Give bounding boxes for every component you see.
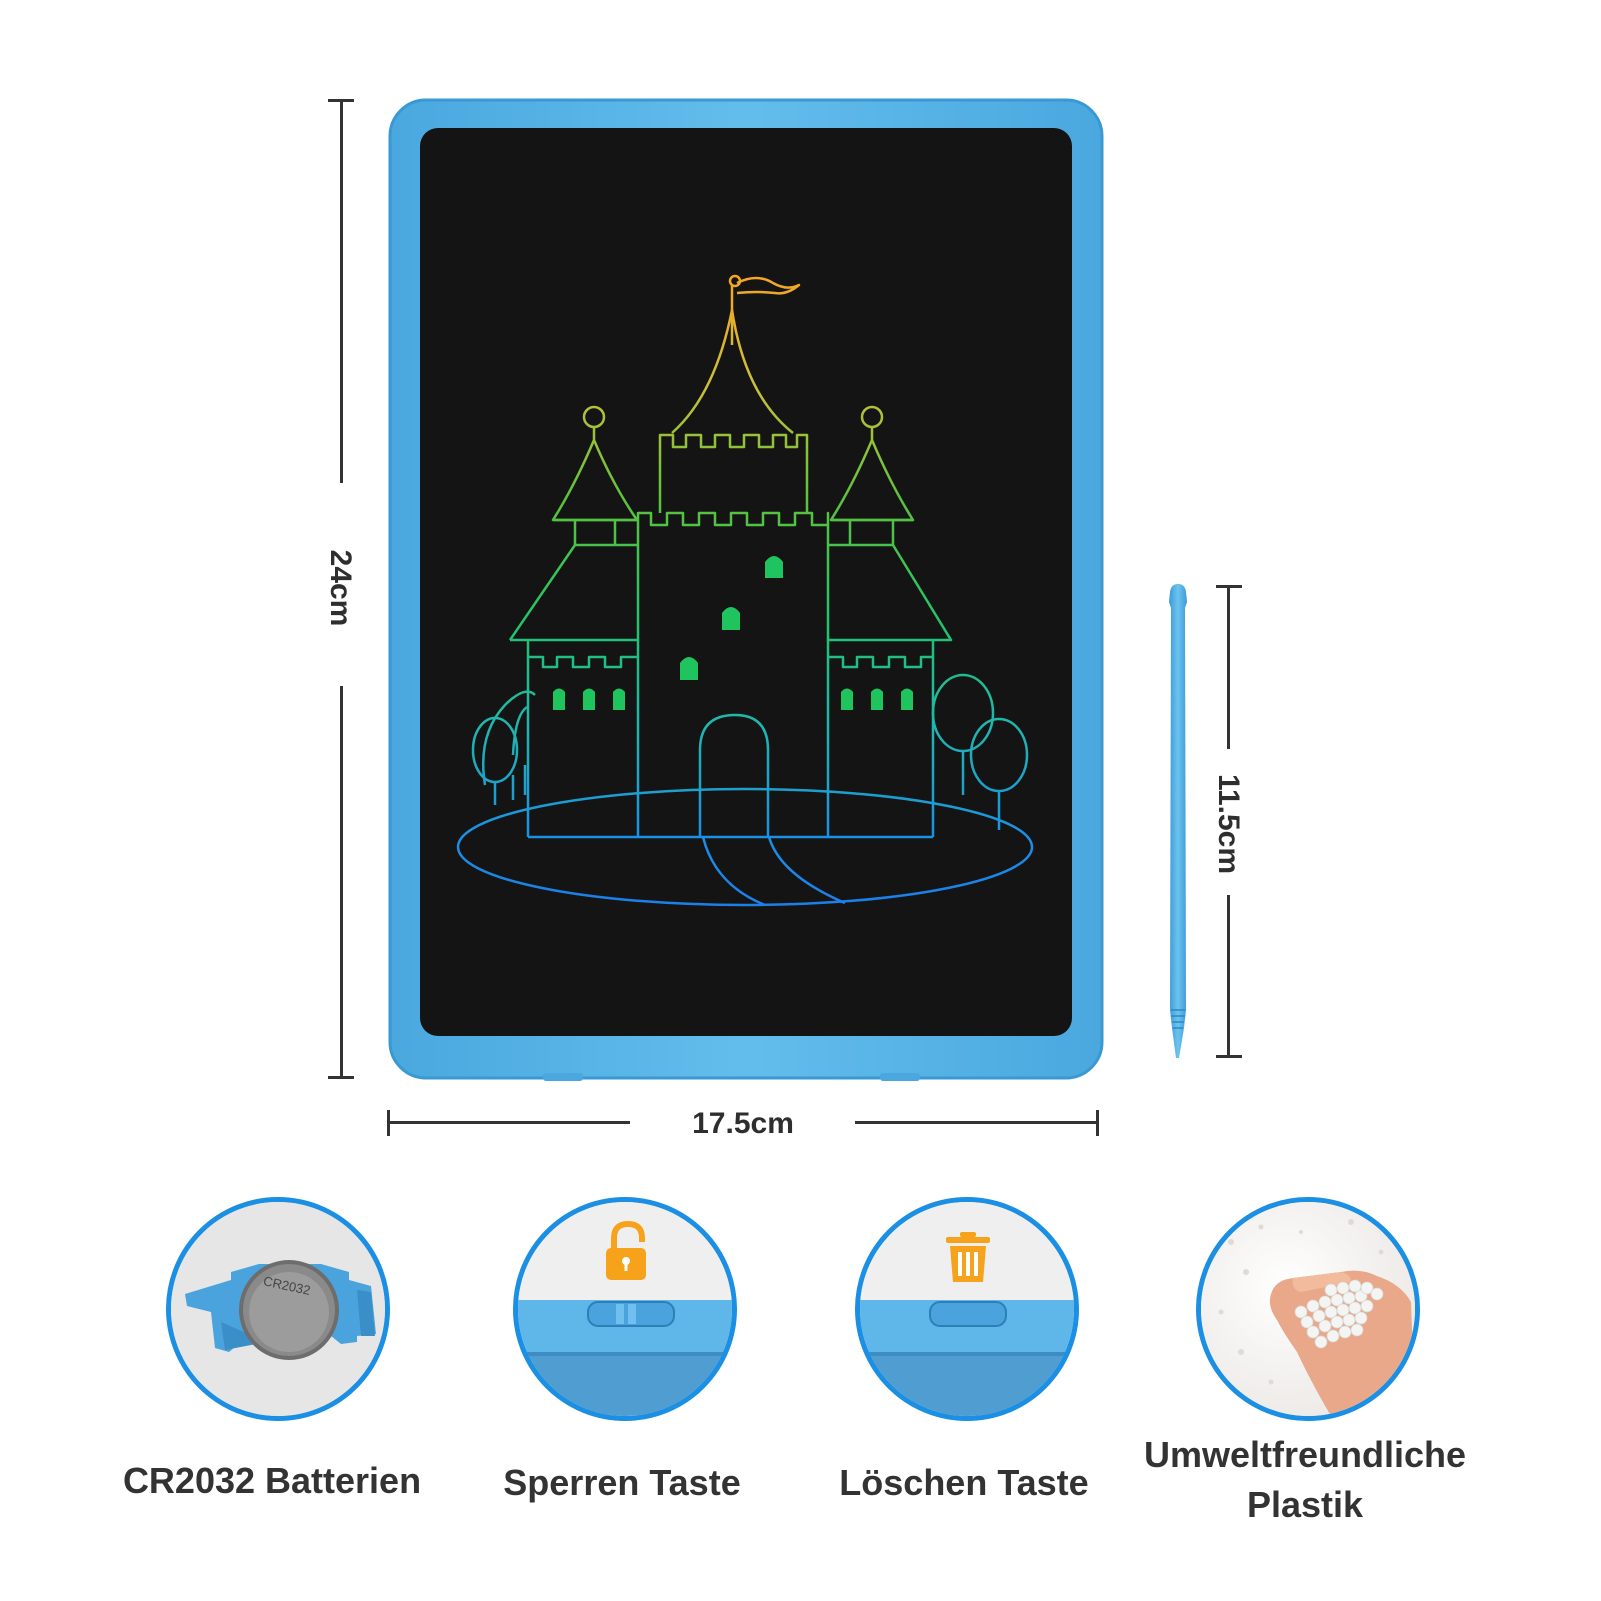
pen-dimension-line-lower [1227,895,1230,1058]
tablet-erase-button [880,1073,920,1081]
height-dimension-bottom-cap [328,1076,354,1079]
pen-dimension-bottom-cap [1216,1055,1242,1058]
stylus-pen [1169,584,1187,1058]
pen-dimension-line-upper [1227,585,1230,749]
erase-feature-circle [855,1197,1079,1421]
erase-feature-label: Löschen Taste [839,1462,1089,1503]
width-dimension-line-right [855,1121,1099,1124]
plastic-granules-icon [1201,1202,1415,1416]
castle-windows [553,556,913,710]
tablet-screen [420,128,1072,1036]
height-dimension-label: 24cm [324,549,357,627]
height-dimension-line-upper [340,99,343,483]
plastic-feature-label-line1: Umweltfreundliche [1143,1434,1467,1475]
width-dimension-right-cap [1096,1110,1099,1136]
battery-feature-circle: CR2032 [166,1197,390,1421]
writing-tablet [388,98,1104,1081]
trash-icon [946,1232,990,1282]
width-dimension-line-left [387,1121,630,1124]
plastic-feature-circle [1196,1197,1420,1421]
hand-shape [1269,1270,1415,1416]
lock-feature-label: Sperren Taste [503,1462,741,1503]
castle-drawing [456,274,1034,907]
erase-push-button [929,1301,1007,1327]
pen-dimension-label: 11.5cm [1212,773,1245,875]
battery-icon: CR2032 [171,1202,385,1416]
tablet-lock-switch [543,1073,583,1081]
lock-feature-circle [513,1197,737,1421]
plastic-feature-label: Umweltfreundliche Plastik [1110,1430,1500,1530]
lock-open-icon [606,1220,646,1280]
height-dimension-line-lower [340,686,343,1078]
battery-feature-label: CR2032 Batterien [122,1460,422,1501]
plastic-feature-label-line2: Plastik [1246,1484,1364,1525]
width-dimension-label: 17.5cm [692,1107,794,1140]
